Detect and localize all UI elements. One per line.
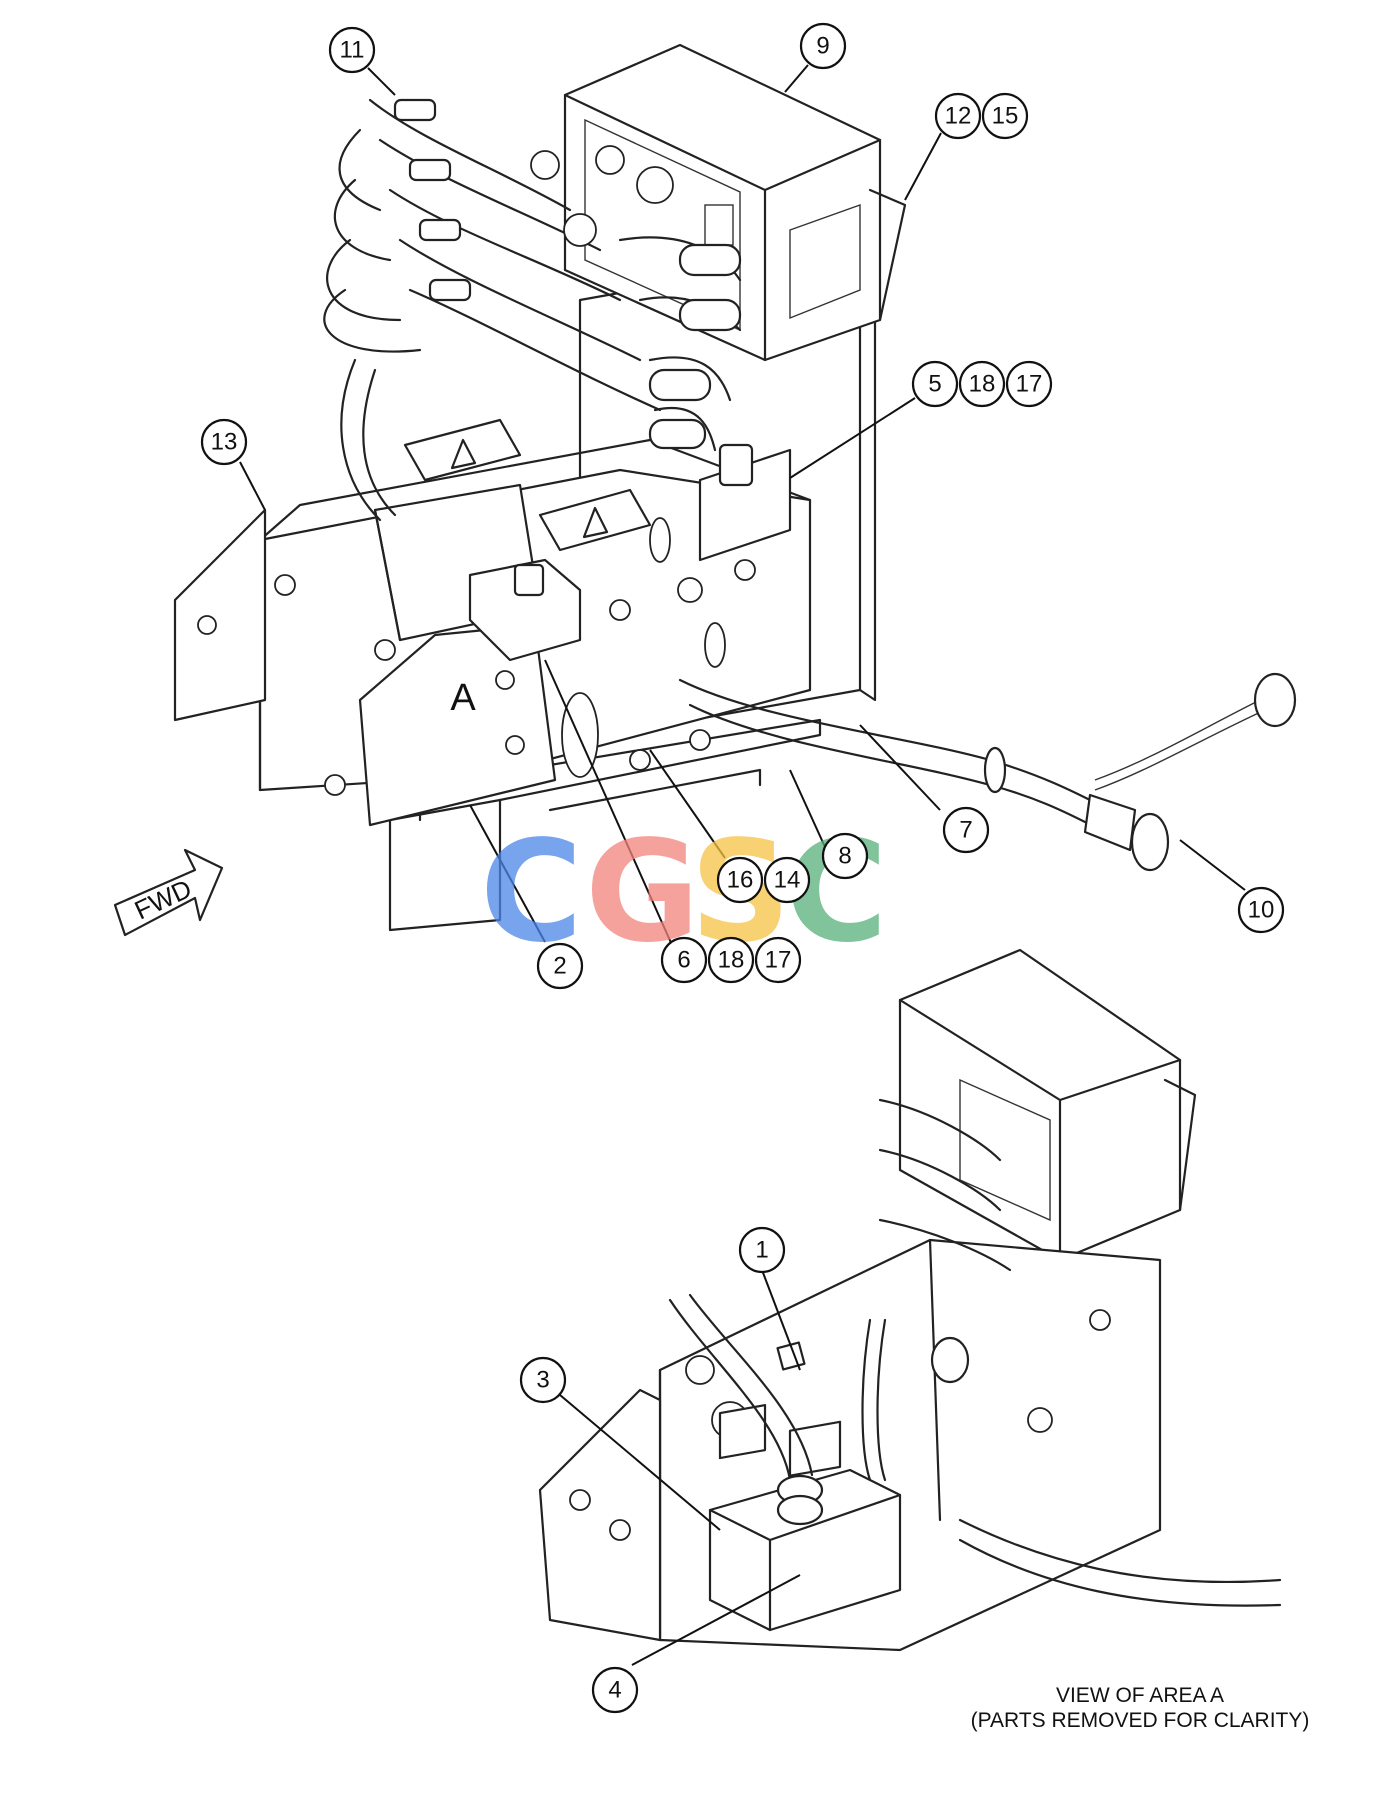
detail-caption: VIEW OF AREA A (PARTS REMOVED FOR CLARIT… [950,1683,1330,1733]
warning-decals [403,418,652,552]
svg-text:2: 2 [553,953,566,980]
round-connector [1130,812,1170,872]
hose-bundle [323,98,742,522]
lower-base [388,798,502,932]
svg-text:11: 11 [340,37,365,64]
fwd-arrow: FWD [113,848,224,937]
callout-17b: 17 [754,936,802,984]
callout-1: 1 [738,1226,786,1274]
clamp-block [468,558,582,662]
detail-assembly [538,948,1282,1652]
main-assembly: A [113,43,1297,937]
area-a-label: A [450,677,476,719]
callout-2: 2 [536,942,584,990]
callout-18: 18 [958,360,1006,408]
detail-left-plate [538,1388,662,1642]
callout-10: 10 [1237,886,1285,934]
svg-text:7: 7 [959,817,972,844]
callout-5: 5 [911,360,959,408]
svg-text:3: 3 [536,1367,549,1394]
callout-17: 17 [1005,360,1053,408]
callout-9: 9 [799,22,847,70]
caption-line-1: VIEW OF AREA A [1055,1684,1225,1707]
svg-text:8: 8 [838,843,851,870]
svg-text:10: 10 [1248,897,1275,924]
callout-13: 13 [200,418,248,466]
callout-3: 3 [519,1356,567,1404]
svg-text:5: 5 [928,371,941,398]
fwd-label: FWD [130,873,196,925]
svg-text:17: 17 [765,947,792,974]
connector-block [708,1468,902,1632]
callout-balloons: 11 9 12 15 5 18 17 13 7 10 8 16 14 2 6 1… [200,22,1285,1714]
svg-text:9: 9 [816,33,829,60]
callout-11: 11 [328,26,376,74]
svg-text:16: 16 [727,867,754,894]
callout-14: 14 [763,856,811,904]
callout-7: 7 [942,806,990,854]
svg-text:4: 4 [608,1677,621,1704]
callout-16: 16 [716,856,764,904]
detail-electrical-box [898,948,1182,1262]
svg-text:12: 12 [945,103,972,130]
svg-text:14: 14 [774,867,801,894]
svg-text:18: 18 [718,947,745,974]
callout-15: 15 [981,92,1029,140]
svg-text:1: 1 [755,1237,768,1264]
callout-18b: 18 [707,936,755,984]
svg-text:6: 6 [677,947,690,974]
left-bracket [173,508,267,722]
callout-8: 8 [821,832,869,880]
cable-harness [678,672,1297,872]
electrical-box [563,43,907,362]
leader-lines [239,64,1246,1666]
callout-12: 12 [934,92,982,140]
caption-line-2: (PARTS REMOVED FOR CLARITY) [970,1709,1310,1732]
callout-4: 4 [591,1666,639,1714]
svg-text:17: 17 [1016,371,1043,398]
svg-text:18: 18 [969,371,996,398]
svg-text:15: 15 [992,103,1019,130]
dust-cap [1253,672,1297,728]
svg-text:13: 13 [211,429,238,456]
callout-6: 6 [660,936,708,984]
